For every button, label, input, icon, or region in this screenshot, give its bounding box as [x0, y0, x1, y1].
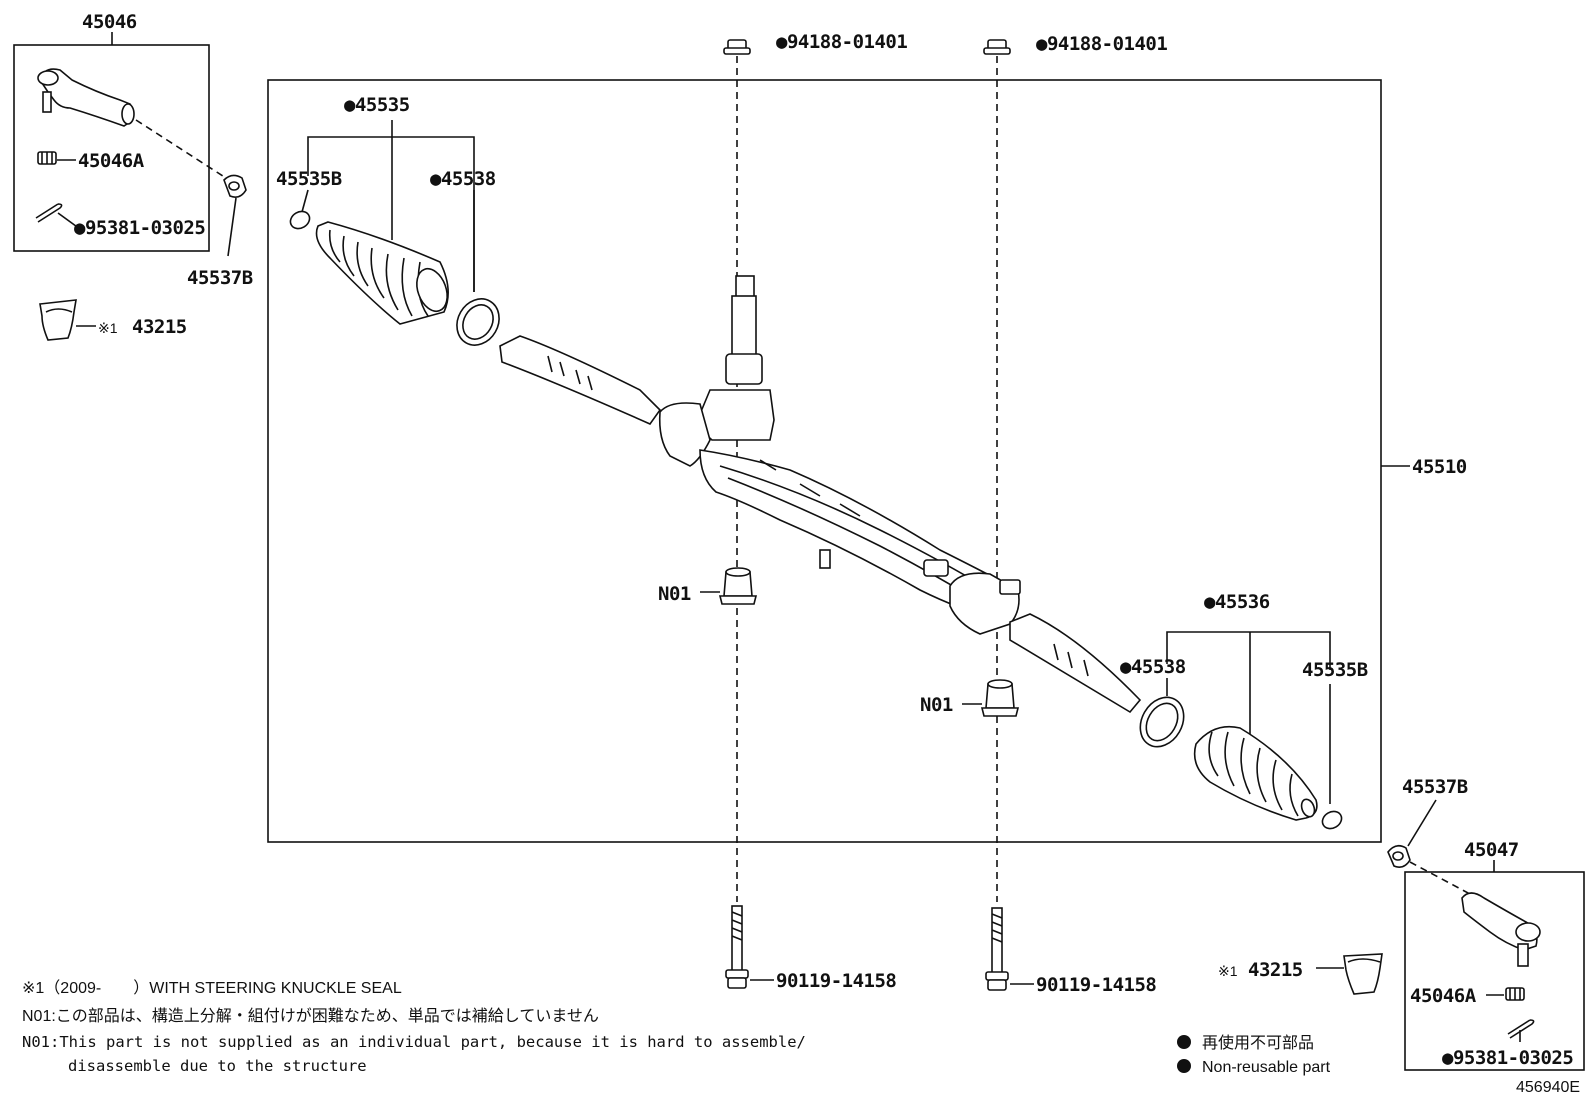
label-45510[interactable]: 45510	[1412, 456, 1467, 478]
bolt-94188-left-icon	[723, 39, 751, 55]
tie-rod-end-right-box	[1404, 871, 1585, 1071]
bolt-90119-left-icon	[725, 905, 749, 989]
legend-jp: 再使用不可部品	[1202, 1034, 1314, 1052]
label-45047[interactable]: 45047	[1464, 839, 1519, 861]
label-90119-right[interactable]: 90119-14158	[1036, 974, 1157, 996]
label-45537b-right[interactable]: 45537B	[1402, 776, 1468, 798]
label-n01-left[interactable]: N01	[658, 583, 691, 605]
label-45537b-left[interactable]: 45537B	[187, 267, 253, 289]
cotter-pin-right-icon	[1507, 1019, 1535, 1039]
seal-mark-right: ※1	[1218, 963, 1238, 979]
label-95381-left[interactable]: ●95381-03025	[74, 217, 206, 239]
knuckle-seal-right-icon	[1343, 953, 1383, 995]
assembly-frame	[267, 79, 1382, 843]
nut-45046a-right-icon	[1505, 987, 1525, 1001]
legend-dot-en-icon	[1177, 1059, 1191, 1073]
label-43215-left[interactable]: 43215	[132, 316, 187, 338]
label-45536[interactable]: ●45536	[1204, 591, 1270, 613]
n01-bushing-left-icon	[718, 567, 758, 605]
seal-mark-left: ※1	[98, 320, 118, 336]
tie-rod-end-left-icon	[37, 68, 135, 127]
cap-45537b-left-icon	[223, 174, 247, 198]
label-94188-right[interactable]: ●94188-01401	[1036, 33, 1168, 55]
boot-45536-icon	[1193, 725, 1318, 821]
label-94188-left[interactable]: ●94188-01401	[776, 31, 908, 53]
note-seal: ※1（2009- ）WITH STEERING KNUCKLE SEAL	[22, 979, 402, 997]
ring-45538-left-icon	[456, 298, 500, 346]
cap-45537b-right-icon	[1387, 844, 1411, 868]
ring-45538-right-icon	[1139, 696, 1185, 748]
label-95381-right[interactable]: ●95381-03025	[1442, 1047, 1574, 1069]
label-45538-left[interactable]: ●45538	[430, 168, 496, 190]
note-n01-en: N01:This part is not supplied as an indi…	[22, 1033, 806, 1051]
diagram-id: 456940E	[1516, 1079, 1580, 1096]
n01-bushing-right-icon	[980, 679, 1020, 717]
legend-dot-jp-icon	[1177, 1035, 1191, 1049]
tie-rod-end-right-icon	[1461, 892, 1541, 967]
label-45535b-right[interactable]: 45535B	[1302, 659, 1368, 681]
bolt-90119-right-icon	[985, 907, 1009, 991]
legend-en: Non-reusable part	[1202, 1059, 1331, 1076]
label-45046[interactable]: 45046	[82, 11, 137, 33]
knuckle-seal-left-icon	[39, 299, 77, 341]
cotter-pin-icon	[35, 203, 63, 223]
bolt-94188-right-icon	[983, 39, 1011, 55]
clamp-45535b-right-icon	[1321, 810, 1343, 830]
label-45046a-right[interactable]: 45046A	[1410, 985, 1477, 1007]
label-45535[interactable]: ●45535	[344, 94, 410, 116]
label-n01-right[interactable]: N01	[920, 694, 953, 716]
clamp-45535b-left-icon	[289, 210, 311, 230]
note-n01-en-cont: disassemble due to the structure	[68, 1057, 367, 1075]
note-n01-jp: N01:この部品は、構造上分解・組付けが困難なため、単品では補給していません	[22, 1007, 599, 1025]
label-45538-right[interactable]: ●45538	[1120, 656, 1186, 678]
steering-rack-icon	[499, 275, 1142, 714]
nut-45046a-icon	[37, 151, 57, 165]
label-45535b-left[interactable]: 45535B	[276, 168, 342, 190]
boot-45535-icon	[315, 221, 449, 325]
label-43215-right[interactable]: 43215	[1248, 959, 1303, 981]
label-45046a-left[interactable]: 45046A	[78, 150, 145, 172]
label-90119-left[interactable]: 90119-14158	[776, 970, 897, 992]
